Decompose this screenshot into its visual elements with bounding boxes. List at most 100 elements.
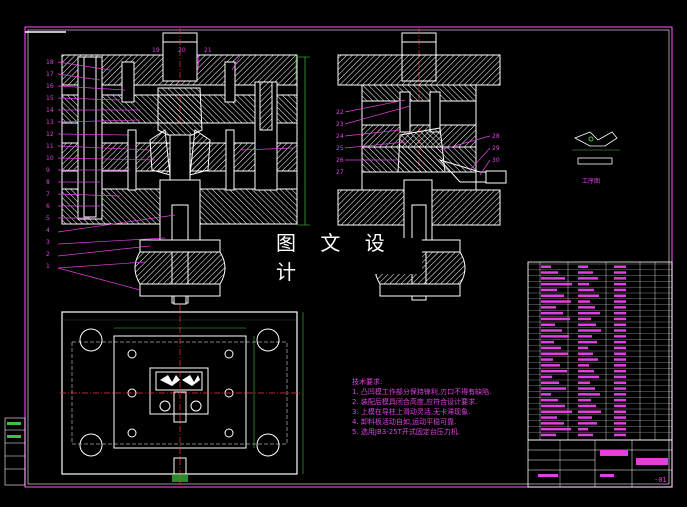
part-number-label: 30 [492,157,500,164]
part-number-label: 24 [336,133,344,140]
part-number-label: 22 [336,109,344,116]
parts-list-cell [541,300,571,303]
parts-list-cell [578,398,591,402]
part-number-label: 9 [46,167,50,174]
parts-list-cell [578,294,599,297]
binding-strip [4,417,26,486]
part-number-label: 28 [492,133,500,140]
parts-list-cell [578,282,589,286]
sheet-number: -01 [654,476,667,484]
parts-list-cell [578,422,597,425]
part-number-label: 23 [336,121,344,128]
leader-lines-left [57,55,295,291]
parts-list-cell [578,433,593,437]
parts-list-cell [541,277,565,280]
parts-list-cell [578,427,588,431]
part-number-label: 20 [178,47,186,54]
part-number-label: 25 [336,145,344,152]
parts-list-cell [541,346,561,350]
parts-list-cell [614,381,626,384]
parts-list-cell [578,317,591,321]
parts-list-cell [541,306,556,309]
leader-lines-right [344,99,491,176]
parts-list-cell [541,265,551,268]
parts-list-cell [578,288,594,292]
parts-list-cell [578,346,588,350]
parts-list-cell [541,422,564,425]
part-number-label: 19 [152,47,160,54]
parts-list-cell [541,352,568,355]
part-number-label: 1 [46,263,50,270]
process-sketch [572,131,620,165]
parts-list-cell [541,358,553,361]
technical-requirements: 技术要求: 1. 凸凹模工作部分保持锋利,刃口不得有缺陷. 2. 装配后模具闭合… [352,377,491,437]
parts-list-cell [614,433,626,437]
parts-list-cell [541,311,563,315]
parts-list-cell [614,404,626,408]
part-number-label: 3 [46,239,50,246]
parts-list-cell [541,416,557,419]
parts-list-cell [614,329,626,332]
parts-list-cell [614,294,626,297]
parts-list-cell [541,369,567,373]
part-number-label: 10 [46,155,54,162]
part-number-label: 8 [46,179,50,186]
parts-list-cell [578,416,592,419]
process-view-label: 工序图 [582,178,601,185]
parts-list-cell [578,410,601,413]
parts-list-cell [614,375,626,379]
parts-list-cell [578,311,600,315]
part-number-label: 7 [46,191,50,198]
parts-list-cell [578,265,588,268]
parts-list-cell [541,323,555,326]
parts-list-cell [614,393,626,396]
parts-list-cell [614,346,626,350]
part-number-label: 14 [46,107,54,114]
parts-list-cell [614,311,626,315]
parts-list-cell [614,271,626,274]
parts-list-cell [578,329,601,332]
title-block [527,439,673,488]
side-section-view [337,28,507,301]
parts-list-cell [578,335,592,338]
parts-list-cell [614,323,626,326]
parts-list-cell [541,288,557,292]
parts-list-cell [578,381,590,384]
parts-list-cell [578,369,594,373]
parts-list-table [527,261,673,441]
parts-list-cell [614,282,626,286]
part-number-label: 11 [46,143,54,150]
part-number-label: 6 [46,203,50,210]
parts-list-cell [578,404,596,408]
parts-list-cell [578,340,597,344]
part-number-label: 15 [46,95,54,102]
parts-list-cell [541,410,572,413]
parts-list-cell [614,306,626,309]
parts-list-cell [541,427,571,431]
note-item: 3. 上模在导柱上滑动灵活,无卡滞现象. [352,408,471,416]
parts-list-cell [614,364,626,367]
parts-list-cell [578,271,593,274]
sheet-border [24,26,673,488]
part-number-label: 29 [492,145,500,152]
parts-list-cell [578,306,595,309]
note-item: 5. 选用JB3-25T开式固定台压力机. [352,428,461,436]
parts-list-cell [578,352,593,355]
parts-list-cell [541,317,570,321]
parts-list-cell [614,277,626,280]
parts-list-cell [614,317,626,321]
parts-list-cell [541,404,565,408]
note-item: 1. 凸凹模工作部分保持锋利,刃口不得有缺陷. [352,388,492,396]
parts-list-cell [614,387,626,390]
parts-list-cell [614,422,626,425]
parts-list-cell [541,387,566,390]
parts-list-cell [578,358,598,361]
parts-list-cell [541,433,556,437]
part-number-label: 27 [336,169,344,176]
notes-title: 技术要求: [352,378,383,386]
note-item: 4. 卸料板活动自如,运动平稳可靠. [352,418,457,426]
